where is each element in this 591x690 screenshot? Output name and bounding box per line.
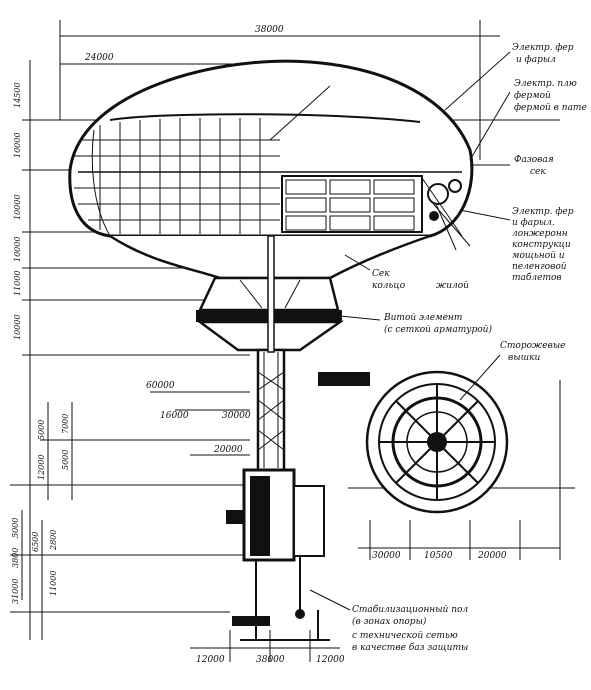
mid-dim-4: 20000 — [213, 445, 243, 455]
svg-text:Фазовая: Фазовая — [514, 155, 554, 165]
mid-dim-2: 16000 — [160, 411, 189, 421]
left-dim-3: 10000 — [13, 195, 22, 220]
callout-8: Стабилизационный пол (в зонах опоры) с т… — [352, 604, 468, 653]
plan-view — [365, 370, 509, 514]
left-dim-12: 6500 — [31, 532, 40, 552]
svg-text:и фарыл: и фарыл — [516, 55, 556, 65]
mid-dim-3: 30000 — [222, 411, 251, 421]
left-dim-2: 10000 — [13, 133, 22, 158]
svg-text:Электр. плю: Электр. плю — [514, 79, 577, 89]
svg-text:и фарыл.: и фарыл. — [512, 218, 555, 228]
svg-text:(с сеткой арматурой): (с сеткой арматурой) — [384, 324, 492, 335]
svg-text:Витой элемент: Витой элемент — [383, 313, 462, 323]
left-dim-11: 5000 — [11, 518, 20, 538]
callout-3: Фазовая сек — [514, 155, 554, 177]
airship-envelope — [68, 59, 474, 238]
svg-text:пеленговой: пеленговой — [512, 262, 567, 272]
envelope-netting — [74, 118, 280, 234]
svg-text:(в зонах опоры): (в зонах опоры) — [352, 616, 427, 627]
svg-text:вышки: вышки — [508, 353, 540, 363]
left-dim-5: 11000 — [13, 271, 22, 296]
left-dim-8: 12000 — [37, 455, 46, 480]
callout-5: Сек кольцо жилой — [372, 269, 469, 291]
plan-dim-3: 20000 — [477, 551, 507, 561]
gondola-cabins — [281, 175, 471, 251]
callout-7: Сторожевые вышки — [500, 341, 565, 363]
left-dim-7: 5000 — [37, 420, 46, 440]
left-dim-15: 11000 — [49, 571, 58, 596]
svg-text:Электр. фер: Электр. фер — [512, 207, 574, 217]
bottom-dim-1: 12000 — [196, 655, 225, 665]
svg-text:Электр. фер: Электр. фер — [512, 43, 574, 53]
callout-2: Электр. плю фермой фермой в пате — [514, 79, 587, 113]
callout-4: Электр. фер и фарыл. лонжеронн конструкц… — [512, 207, 574, 283]
svg-text:в качестве баз защиты: в качестве баз защиты — [352, 642, 468, 653]
mid-dim-1: 60000 — [146, 381, 175, 391]
left-dim-4: 10000 — [13, 237, 22, 262]
svg-text:сек: сек — [530, 167, 546, 177]
svg-text:таблетов: таблетов — [512, 272, 562, 283]
left-dim-6: 10000 — [13, 315, 22, 340]
ink-blobs — [232, 372, 370, 626]
leader-lines — [269, 51, 511, 611]
left-dim-14: 2800 — [49, 530, 58, 551]
svg-text:фермой в пате: фермой в пате — [514, 103, 587, 113]
svg-text:с технической сетью: с технической сетью — [352, 631, 458, 641]
bottom-dim-3: 12000 — [316, 655, 345, 665]
svg-text:жилой: жилой — [436, 281, 469, 291]
upper-left-dimension: 24000 — [84, 53, 114, 63]
plan-dim-2: 10500 — [424, 551, 453, 561]
svg-text:Стабилизационный пол: Стабилизационный пол — [352, 604, 468, 615]
left-dim-13: 3800 — [11, 548, 20, 568]
svg-text:фермой: фермой — [514, 91, 551, 101]
svg-text:конструкци: конструкци — [512, 240, 571, 250]
bottom-dim-2: 38000 — [256, 655, 285, 665]
svg-text:лонжеронн: лонжеронн — [512, 229, 568, 239]
svg-text:мощьной и: мощьной и — [512, 251, 565, 261]
tower-base — [226, 468, 330, 641]
left-dim-9: 7000 — [61, 414, 70, 434]
plan-dim-1: 30000 — [372, 551, 401, 561]
top-dimension: 38000 — [255, 25, 284, 35]
svg-text:Сек: Сек — [372, 269, 390, 279]
left-dim-16: 31000 — [11, 579, 20, 604]
left-dim-1: 14500 — [13, 83, 22, 108]
svg-text:Сторожевые: Сторожевые — [500, 341, 565, 351]
callout-1: Электр. фер и фарыл — [512, 43, 574, 65]
callout-6: Витой элемент (с сеткой арматурой) — [383, 313, 492, 335]
svg-text:кольцо: кольцо — [372, 281, 406, 291]
left-dim-10: 5000 — [61, 450, 70, 470]
